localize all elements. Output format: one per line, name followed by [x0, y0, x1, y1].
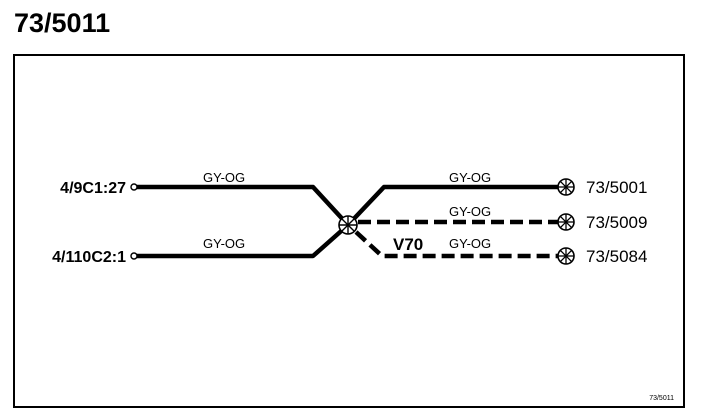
wire-color-label: GY-OG	[203, 170, 245, 185]
connector-label-lower-right: 73/5084	[586, 247, 647, 266]
terminal-open-icon	[130, 183, 138, 191]
wire-color-label: GY-OG	[449, 204, 491, 219]
connector-label-middle-right: 73/5009	[586, 213, 647, 232]
variant-label: V70	[393, 235, 423, 254]
wire-lower-left	[136, 223, 350, 259]
reference-code: 73/5011	[649, 395, 674, 402]
diagram-border	[13, 54, 685, 408]
ground-terminal-icon	[557, 247, 575, 265]
ground-terminal-icon	[557, 178, 575, 196]
connector-label-upper-left: 4/9C1:27	[60, 180, 126, 197]
wire-upper-left	[136, 184, 350, 227]
wire-upper-right	[346, 184, 560, 227]
wire-color-label: GY-OG	[449, 170, 491, 185]
wire-color-label: GY-OG	[449, 236, 491, 251]
wire-color-label: GY-OG	[203, 236, 245, 251]
terminal-open-icon	[130, 252, 138, 260]
connector-label-upper-right: 73/5001	[586, 178, 647, 197]
ground-terminal-icon	[557, 213, 575, 231]
wire-lower-right-dashed	[354, 230, 558, 259]
splice-icon	[338, 215, 358, 235]
page-title: 73/5011	[14, 8, 111, 38]
connector-label-lower-left: 4/110C2:1	[52, 249, 126, 266]
